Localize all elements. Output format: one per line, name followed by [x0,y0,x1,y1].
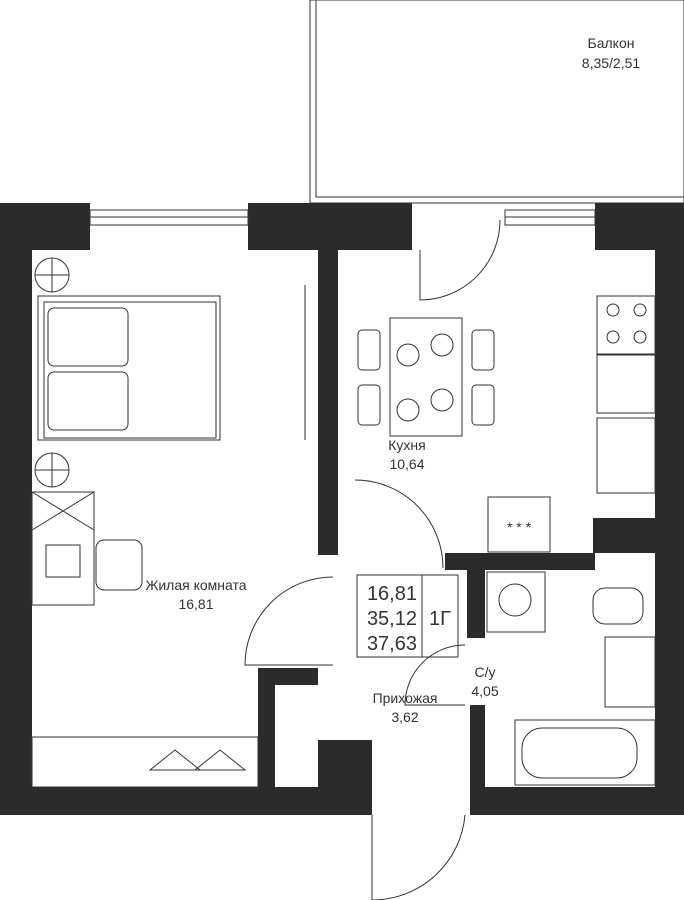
living-area-total: 16,81 [367,583,417,605]
kitchen-name: Кухня [388,437,425,453]
windows [89,209,596,226]
area-summary: 16,81 35,12 37,63 1Г [356,574,459,658]
balcony-area: 8,35/2,51 [582,55,641,71]
furniture: * * * [31,257,656,788]
balcony-name: Балкон [588,35,635,51]
svg-text:* * *: * * * [507,519,532,535]
balcony [309,0,684,204]
doors [244,219,501,900]
apartment-type: 1Г [429,608,451,630]
hallway-area: 3,62 [391,709,418,725]
walls [0,203,684,815]
total-area: 35,12 [367,608,417,630]
living-name: Жилая комната [145,577,246,593]
bathroom-area: 4,05 [471,683,498,699]
room-labels: Балкон 8,35/2,51 Кухня 10,64 Жилая комна… [145,35,640,725]
kitchen-area: 10,64 [389,456,424,472]
bathroom-name: С/у [475,664,496,680]
living-area: 16,81 [178,596,213,612]
total-with-balcony: 37,63 [367,633,417,655]
hallway-name: Прихожая [373,690,438,706]
